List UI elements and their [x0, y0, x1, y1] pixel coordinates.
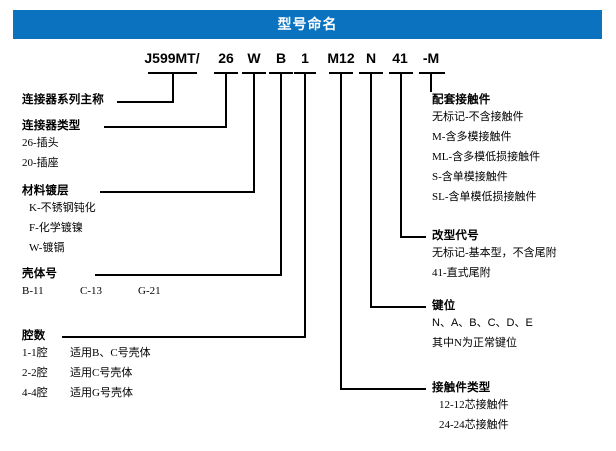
label-block-plating: 材料镀层 K-不锈钢钝化 F-化学镀镍 W-镀镉 [22, 184, 96, 258]
leader-run-plating [100, 191, 255, 193]
label-line-cavity-1: 2-2腔 适用C号壳体 [22, 363, 151, 383]
section-header-bar: 型号命名 [13, 10, 602, 39]
leader-run-shell [95, 274, 282, 276]
label-line-contact-set-4: SL-含单模低损接触件 [432, 191, 537, 203]
pn-segment-contact-set: -M [422, 50, 440, 66]
leader-run-series [117, 101, 174, 103]
label-block-variant: 改型代号 无标记-基本型，不含尾附 41-直式尾附 [432, 229, 557, 283]
leader-drop-series [172, 72, 174, 103]
label-line-contact-set-1: M-含多模接触件 [432, 131, 512, 143]
label-line-shell-1: C-13 [80, 285, 102, 297]
label-line-keying-1: 其中N为正常键位 [432, 337, 517, 349]
leader-drop-contact-set [430, 72, 432, 92]
label-line-variant-1: 41-直式尾附 [432, 267, 491, 279]
pn-segment-series: J599MT/ [144, 50, 200, 66]
part-number-row: J599MT/ 26 W B 1 M12 N 41 -M [0, 50, 616, 70]
label-block-keying: 键位 N、A、B、C、D、E 其中N为正常键位 [432, 299, 533, 353]
label-line-keying-0: N、A、B、C、D、E [432, 317, 533, 329]
label-line-type-0: 26-插头 [22, 137, 59, 149]
leader-run-keying [370, 306, 426, 308]
label-title-contact-type: 接触件类型 [432, 382, 491, 394]
leader-run-variant [400, 236, 426, 238]
leader-run-type [104, 126, 227, 128]
label-title-keying: 键位 [432, 300, 456, 312]
label-title-plating: 材料镀层 [22, 185, 69, 197]
label-title-type: 连接器类型 [22, 120, 81, 132]
pn-segment-variant: 41 [392, 50, 408, 66]
label-block-type: 连接器类型 26-插头 20-插座 [22, 119, 81, 173]
label-block-contact-set: 配套接触件 无标记-不含接触件 M-含多模接触件 ML-含多模低损接触件 S-含… [432, 93, 540, 207]
label-line-contact-type-1: 24-24芯接触件 [439, 419, 509, 431]
label-title-series: 连接器系列主称 [22, 94, 104, 106]
leader-tick-contact-set [419, 72, 445, 74]
pn-segment-type: 26 [218, 50, 234, 66]
pn-segment-shell: B [275, 50, 287, 66]
label-line-plating-2: W-镀镉 [29, 242, 65, 254]
label-cavity-code-1: 2-2腔 [22, 367, 48, 379]
label-line-contact-type-0: 12-12芯接触件 [439, 399, 509, 411]
label-title-cavity: 腔数 [22, 330, 46, 342]
label-line-shell-0: B-11 [22, 285, 44, 297]
label-line-cavity-2: 4-4腔 适用G号壳体 [22, 383, 151, 403]
label-line-shell-row: B-11 C-13 G-21 [22, 281, 161, 301]
label-cavity-code-0: 1-1腔 [22, 347, 48, 359]
label-line-contact-set-2: ML-含多模低损接触件 [432, 151, 541, 163]
label-line-contact-set-0: 无标记-不含接触件 [432, 111, 524, 123]
label-block-shell: 壳体号 B-11 C-13 G-21 [22, 267, 161, 301]
label-cavity-desc-1: 适用C号壳体 [70, 367, 133, 379]
leader-drop-contact-type [340, 72, 342, 390]
leader-drop-type [225, 72, 227, 128]
label-line-shell-2: G-21 [138, 285, 161, 297]
label-title-variant: 改型代号 [432, 230, 479, 242]
page-title: 型号命名 [277, 16, 338, 32]
label-line-variant-0: 无标记-基本型，不含尾附 [432, 247, 557, 259]
pn-segment-plating: W [247, 50, 261, 66]
leader-drop-plating [253, 72, 255, 193]
leader-drop-shell [280, 72, 282, 276]
label-block-series: 连接器系列主称 [22, 93, 104, 107]
label-line-plating-1: F-化学镀镍 [29, 222, 83, 234]
label-cavity-code-2: 4-4腔 [22, 387, 48, 399]
label-line-cavity-0: 1-1腔 适用B、C号壳体 [22, 343, 151, 363]
leader-drop-keying [370, 72, 372, 308]
pn-segment-keying: N [365, 50, 377, 66]
leader-run-contact-type [340, 388, 426, 390]
label-cavity-desc-0: 适用B、C号壳体 [70, 347, 151, 359]
label-line-type-1: 20-插座 [22, 157, 59, 169]
leader-drop-cavity [304, 72, 306, 338]
label-cavity-desc-2: 适用G号壳体 [70, 387, 133, 399]
label-line-contact-set-3: S-含单模接触件 [432, 171, 508, 183]
label-line-plating-0: K-不锈钢钝化 [29, 202, 96, 214]
label-title-shell: 壳体号 [22, 268, 58, 280]
pn-segment-contact-type: M12 [327, 50, 355, 66]
pn-segment-cavity: 1 [301, 50, 309, 66]
label-block-cavity: 腔数 1-1腔 适用B、C号壳体 2-2腔 适用C号壳体 4-4腔 适用G号壳体 [22, 329, 151, 403]
label-block-contact-type: 接触件类型 12-12芯接触件 24-24芯接触件 [432, 381, 509, 435]
label-title-contact-set: 配套接触件 [432, 94, 491, 106]
leader-drop-variant [400, 72, 402, 238]
leader-run-cavity [62, 336, 306, 338]
